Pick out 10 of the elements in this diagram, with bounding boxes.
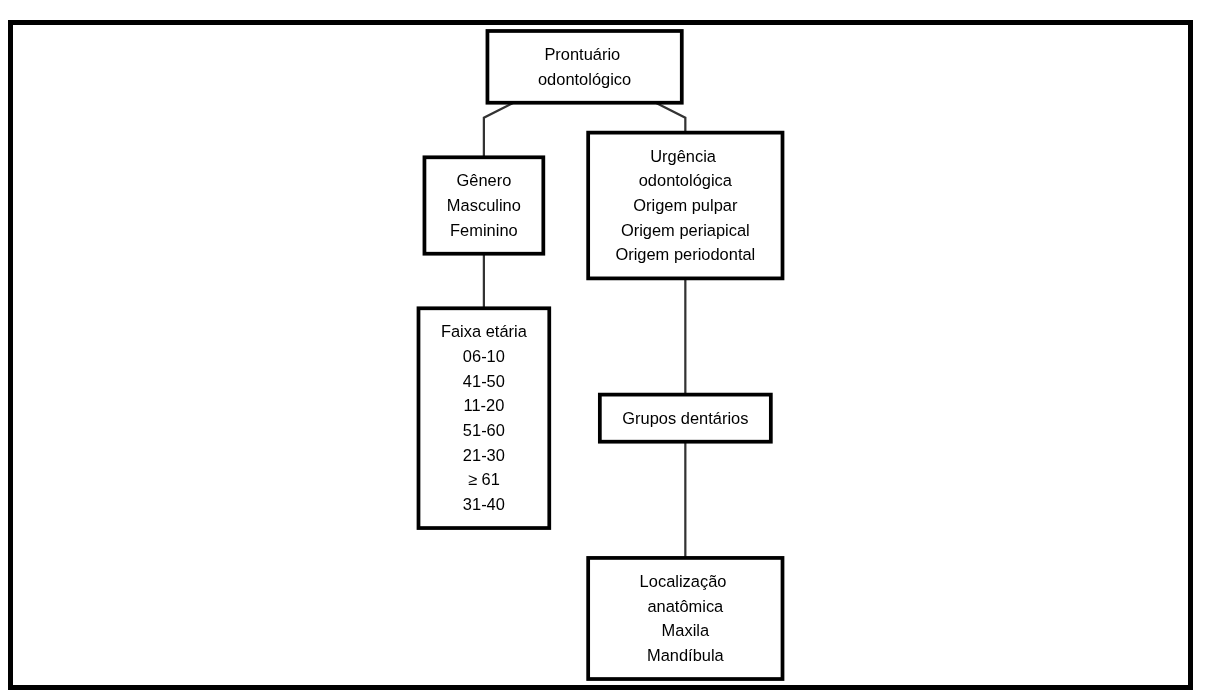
connector bbox=[684, 441, 687, 558]
node-box bbox=[597, 392, 773, 444]
node-box bbox=[586, 130, 785, 281]
connector bbox=[482, 253, 485, 309]
node-box bbox=[586, 556, 785, 681]
connector bbox=[684, 278, 687, 395]
figure-frame: Prontuário odontológico Gênero Masculino Feminino Faixa etária 06-10 41-50 11-20 51-60 21-30 ≥ 61 31-40 Urgência odontológica Origem pulpar Origem periapical Origem periodontal Grupos dentários Localização anatômica Maxila Mandíbula bbox=[8, 20, 1193, 690]
node-box bbox=[422, 155, 546, 256]
node-box bbox=[485, 29, 684, 105]
node-box bbox=[416, 306, 552, 530]
